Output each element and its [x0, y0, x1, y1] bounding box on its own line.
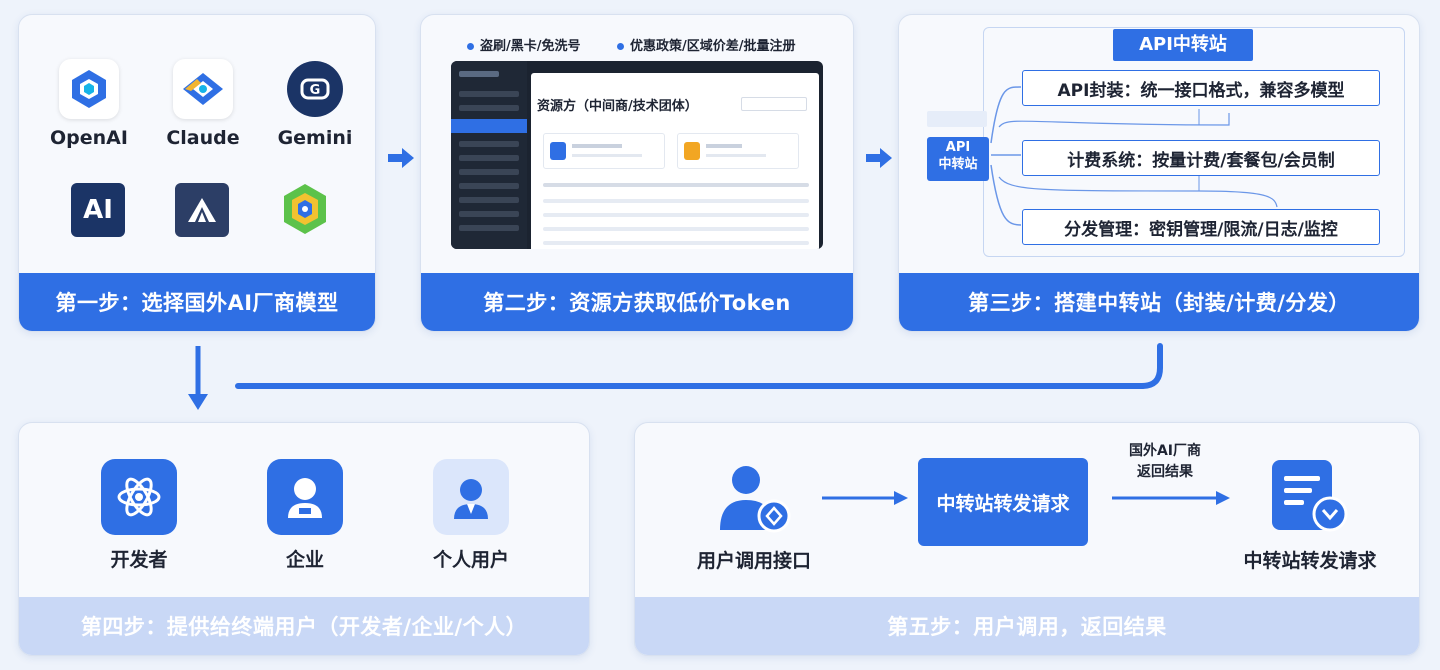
feature-distribution: 分发管理：密钥管理/限流/日志/监控 [1022, 209, 1380, 245]
dashboard-main: 资源方（中间商/技术团体） [531, 73, 819, 249]
user-call-icon [720, 466, 791, 533]
dashboard-dropdown [741, 97, 807, 111]
mountain-logo-icon [175, 183, 229, 237]
arrow-right-icon [822, 491, 908, 505]
vendor-return-label: 国外AI厂商 返回结果 [1110, 441, 1220, 483]
step5-footer: 第五步：用户调用，返回结果 [635, 597, 1419, 655]
stat-card [677, 133, 799, 169]
personal-user-icon [433, 459, 509, 535]
dashboard-screenshot: 资源方（中间商/技术团体） [451, 61, 823, 249]
user-call-label: 用户调用接口 [696, 550, 811, 572]
svg-text:G: G [310, 83, 321, 98]
gemini-logo-icon: G [285, 59, 345, 119]
arrow-right-icon [866, 148, 892, 168]
step1-footer: 第一步：选择国外AI厂商模型 [19, 273, 375, 331]
api-badge-line1: API [945, 140, 971, 155]
bullet-1-text: 盗刷/黑卡/免洗号 [480, 39, 581, 54]
ai-logo-icon: AI [71, 183, 125, 237]
small-tag [927, 111, 987, 127]
openai-logo-icon [59, 59, 119, 119]
dashboard-sidebar [451, 61, 527, 249]
api-relay-header: API中转站 [1113, 29, 1253, 61]
openai-label: OpenAI [50, 127, 128, 149]
enterprise-label: 企业 [285, 549, 324, 571]
claude-label: Claude [166, 127, 240, 149]
claude-logo-icon [173, 59, 233, 119]
feature-api-wrapper: API封装：统一接口格式，兼容多模型 [1022, 70, 1380, 106]
flow-connector [188, 343, 1163, 410]
step1-card: OpenAI Claude G Gemini AI 第一步：选择国外AI厂商模型 [18, 14, 376, 332]
ai-logo-text: AI [83, 195, 113, 225]
bullet-dot [467, 42, 474, 50]
step4-card: 开发者 企业 个人用户 第四步：提供给终端用户（开发者/企业/个人） [18, 422, 590, 656]
document-icon [550, 142, 566, 160]
personal-user-label: 个人用户 [432, 549, 509, 571]
bullet-dot [617, 42, 624, 50]
arrow-right-icon [388, 148, 414, 168]
step2-card: 盗刷/黑卡/免洗号 优惠政策/区域价差/批量注册 资源方（中间商/技术团体） [420, 14, 854, 332]
dashboard-title: 资源方（中间商/技术团体） [537, 99, 698, 114]
relay-forward-box: 中转站转发请求 [918, 458, 1088, 546]
vendor-return-line1: 国外AI厂商 [1128, 443, 1202, 459]
gemini-label: Gemini [277, 127, 353, 149]
step3-footer: 第三步：搭建中转站（封装/计费/分发） [899, 273, 1419, 331]
stat-card [543, 133, 665, 169]
step4-footer: 第四步：提供给终端用户（开发者/企业/个人） [19, 597, 589, 655]
vendor-return-line2: 返回结果 [1137, 464, 1193, 480]
bullet-2: 优惠政策/区域价差/批量注册 [617, 35, 796, 54]
step2-footer: 第二步：资源方获取低价Token [421, 273, 853, 331]
bullet-1: 盗刷/黑卡/免洗号 [467, 35, 581, 54]
document-icon [684, 142, 700, 160]
api-relay-badge: API 中转站 [927, 137, 989, 181]
hexagon-logo-icon [275, 179, 335, 239]
api-relay-header-text: API中转站 [1139, 34, 1227, 55]
enterprise-icon [267, 459, 343, 535]
developer-label: 开发者 [110, 549, 168, 571]
result-label: 中转站转发请求 [1243, 550, 1377, 572]
arrow-right-icon [1112, 491, 1230, 505]
bullet-2-text: 优惠政策/区域价差/批量注册 [630, 39, 796, 54]
connector-lines [990, 86, 1278, 226]
feature-billing: 计费系统：按量计费/套餐包/会员制 [1022, 140, 1380, 176]
result-document-icon [1272, 460, 1348, 532]
developer-icon [101, 459, 177, 535]
api-badge-line2: 中转站 [938, 157, 978, 172]
